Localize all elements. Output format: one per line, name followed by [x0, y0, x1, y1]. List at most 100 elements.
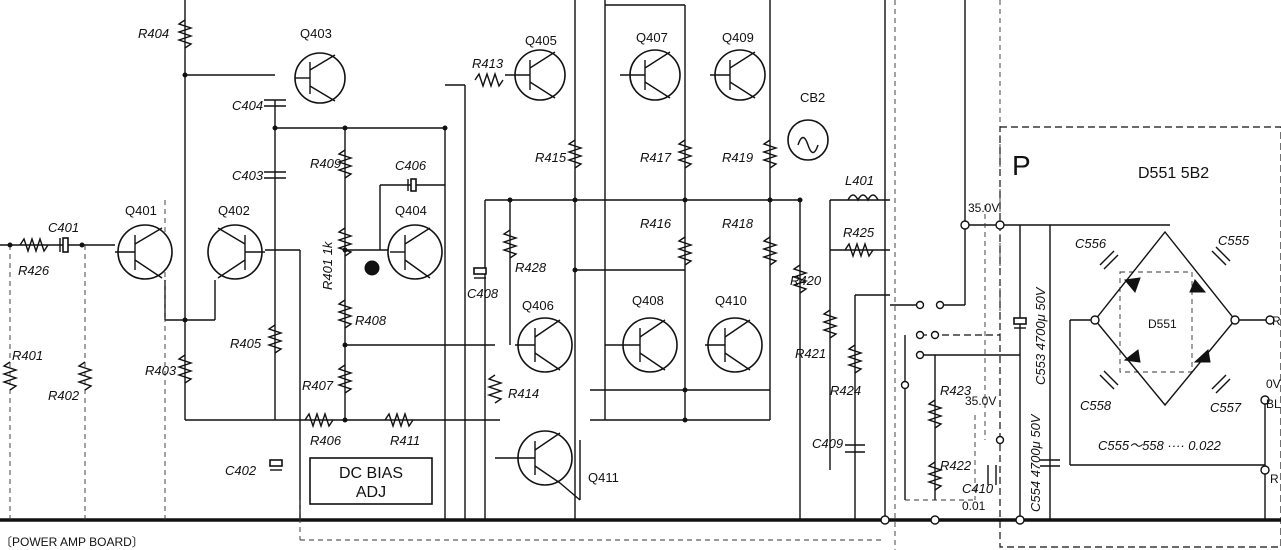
resistor-r424 — [846, 344, 864, 374]
label-q408: Q408 — [632, 293, 664, 308]
resistor-r421 — [821, 309, 839, 339]
label-board: 〔POWER AMP BOARD〕 — [0, 535, 144, 549]
inductor-l401 — [847, 194, 879, 202]
transistor-q411 — [495, 430, 581, 501]
resistor-r401 — [1, 361, 19, 391]
capacitor-c557 — [1211, 374, 1231, 394]
capacitor-c408 — [473, 267, 487, 279]
transistor-q404 — [387, 224, 443, 280]
resistor-r404 — [176, 19, 194, 49]
label-q410: Q410 — [715, 293, 747, 308]
capacitor-c553 — [1013, 317, 1027, 329]
label-r417: R417 — [640, 150, 672, 165]
capacitor-c554 — [1040, 459, 1060, 467]
resistor-r417 — [676, 139, 694, 169]
transistor-q402 — [207, 224, 265, 280]
label-c554: C554 4700μ 50V — [1028, 413, 1043, 512]
label-q402: Q402 — [218, 203, 250, 218]
label-q407: Q407 — [636, 30, 668, 45]
label-c558: C558 — [1080, 398, 1112, 413]
transistor-q401 — [115, 224, 173, 280]
label-q403: Q403 — [300, 26, 332, 41]
dc-bias-adj-box — [309, 457, 433, 505]
label-d551-5b2: D551 5B2 — [1138, 165, 1209, 182]
label-r420: R420 — [790, 273, 822, 288]
label-r418: R418 — [722, 216, 754, 231]
junctions — [7, 72, 1275, 525]
label-35v-bottom: 35.0V — [965, 394, 996, 408]
label-r408: R408 — [355, 313, 387, 328]
resistor-r406 — [304, 411, 334, 429]
label-c410-value: 0.01 — [962, 499, 986, 513]
power-supply-box — [999, 126, 1281, 548]
label-r425: R425 — [843, 225, 875, 240]
label-c404: C404 — [232, 98, 263, 113]
label-c410: C410 — [962, 481, 994, 496]
label-c409: C409 — [812, 436, 843, 451]
label-edge-bl: BL — [1266, 397, 1281, 411]
capacitor-c558 — [1099, 370, 1119, 390]
resistor-r407 — [336, 364, 354, 394]
transistor-q405 — [505, 49, 566, 101]
label-q405: Q405 — [525, 33, 557, 48]
label-d551: D551 — [1148, 317, 1177, 331]
label-r419: R419 — [722, 150, 753, 165]
label-q411: Q411 — [588, 470, 619, 485]
resistor-r415 — [566, 139, 584, 169]
resistor-r402 — [76, 361, 94, 391]
label-r414: R414 — [508, 386, 539, 401]
transistor-q407 — [620, 49, 681, 101]
label-r405: R405 — [230, 336, 262, 351]
capacitor-c410 — [987, 465, 997, 485]
capacitor-c403 — [264, 171, 286, 179]
resistor-r426 — [19, 236, 49, 254]
transistor-q403 — [294, 52, 346, 104]
resistor-r422 — [926, 461, 944, 491]
label-c556: C556 — [1075, 236, 1107, 251]
label-35v-top: 35.0V — [968, 201, 999, 215]
label-edge-0v: 0V — [1266, 377, 1281, 391]
transistor-q410 — [705, 317, 763, 373]
label-q406: Q406 — [522, 298, 554, 313]
circuit-breaker-cb2 — [787, 119, 829, 161]
resistor-r416 — [676, 236, 694, 266]
label-q409: Q409 — [722, 30, 754, 45]
diode-2 — [1189, 279, 1207, 293]
resistor-r411 — [384, 411, 414, 429]
label-r404: R404 — [138, 26, 169, 41]
label-r411: R411 — [390, 433, 420, 448]
bias-trimmer — [364, 260, 380, 276]
label-p: P — [1012, 150, 1031, 181]
transistor-q408 — [605, 317, 678, 373]
label-q404: Q404 — [395, 203, 427, 218]
diode-4 — [1193, 349, 1211, 363]
label-r424: R424 — [830, 383, 861, 398]
resistor-r403 — [176, 354, 194, 384]
label-c403: C403 — [232, 168, 264, 183]
label-r422: R422 — [940, 458, 972, 473]
capacitor-c409 — [845, 444, 865, 453]
label-l401: L401 — [845, 173, 874, 188]
capacitor-c401 — [59, 237, 69, 253]
resistor-r418 — [761, 236, 779, 266]
label-r401-1k: R401 1k — [320, 240, 335, 290]
label-adj: ADJ — [356, 484, 386, 501]
capacitor-c555 — [1211, 246, 1231, 266]
label-r415: R415 — [535, 150, 567, 165]
resistor-r414 — [486, 374, 504, 404]
label-r416: R416 — [640, 216, 672, 231]
label-r428: R428 — [515, 260, 547, 275]
resistor-r423 — [926, 399, 944, 429]
resistor-r425 — [844, 241, 874, 259]
diode-3 — [1123, 349, 1141, 363]
label-c401: C401 — [48, 220, 79, 235]
transistor-q409 — [710, 49, 766, 101]
label-r401: R401 — [12, 348, 43, 363]
capacitor-c404 — [264, 99, 286, 107]
label-r426: R426 — [18, 263, 50, 278]
bridge-inner-box — [1119, 271, 1193, 373]
label-dc-bias: DC BIAS — [339, 465, 403, 482]
label-r403: R403 — [145, 363, 177, 378]
label-r406: R406 — [310, 433, 342, 448]
label-c557: C557 — [1210, 400, 1242, 415]
